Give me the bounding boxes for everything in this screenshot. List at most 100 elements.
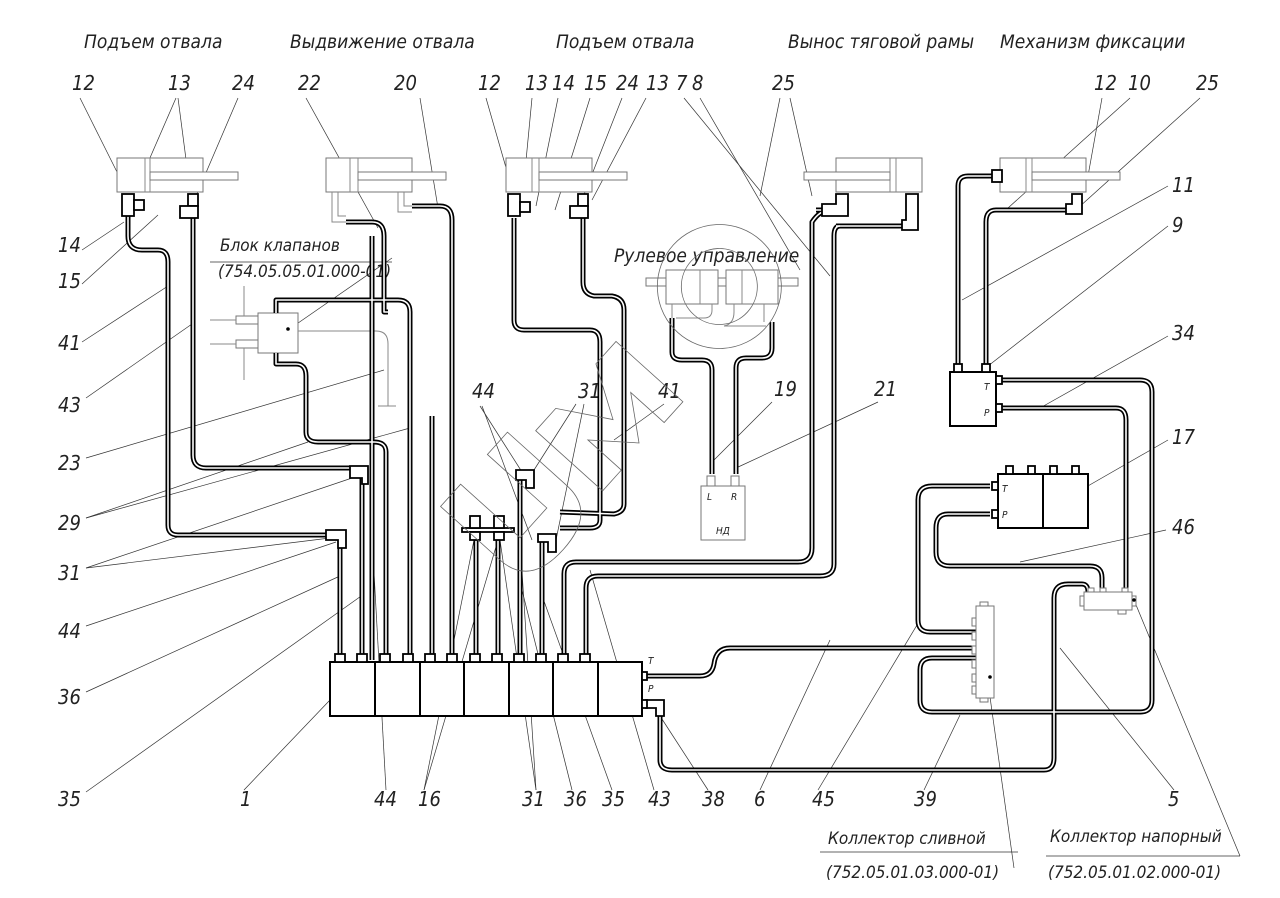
pipe-line — [917, 377, 1155, 715]
watermark-logo — [439, 224, 782, 572]
callout: 45 — [812, 787, 835, 811]
callout: 43 — [648, 787, 671, 811]
block-17: T P — [991, 465, 1089, 529]
callout: 24 — [616, 71, 639, 95]
pipe-line — [273, 297, 413, 660]
callout: 1 — [240, 787, 251, 811]
block-port — [513, 653, 525, 663]
callout: 31 — [58, 561, 81, 585]
callout: 16 — [418, 787, 441, 811]
callout: 17 — [1172, 425, 1195, 449]
lock-port-p: P — [984, 408, 990, 419]
callout: 11 — [1172, 173, 1195, 197]
cylinder-lock — [999, 157, 1121, 193]
pipe-line — [955, 173, 996, 364]
pipe-line-inner — [192, 212, 350, 469]
callout: 12 — [1094, 71, 1117, 95]
pipe-line-inner — [585, 225, 841, 660]
callout: 10 — [1128, 71, 1151, 95]
title-lock-mechanism: Механизм фиксации — [1000, 31, 1185, 53]
callout: 7 — [676, 71, 688, 95]
drain-manifold: Коллектор сливной (752.05.01.03.000-01) — [826, 601, 999, 883]
callout: 44 — [472, 379, 495, 403]
steering-cylinders — [645, 269, 799, 327]
callout: 24 — [232, 71, 255, 95]
callout: 12 — [478, 71, 501, 95]
callout: 31 — [578, 379, 601, 403]
top-callouts: 12 13 24 22 20 12 13 14 15 24 13 7 8 25 … — [72, 71, 1219, 95]
pipe-line-inner — [1002, 407, 1127, 590]
callout: 39 — [914, 787, 937, 811]
title-lift-blade-left: Подъем отвала — [84, 31, 222, 53]
callout: 13 — [525, 71, 548, 95]
pipe-line-inner — [646, 647, 976, 677]
pipe-line-inner — [513, 218, 601, 529]
callout: 46 — [1172, 515, 1195, 539]
title-lift-blade-right: Подъем отвала — [556, 31, 694, 53]
callout: 41 — [58, 331, 81, 355]
block-port — [491, 653, 503, 663]
steering-unit: L R НД — [700, 475, 746, 541]
drain-manifold-code: (752.05.01.03.000-01) — [826, 863, 999, 883]
bottom-callouts: 1 44 16 31 36 35 43 38 6 45 39 5 — [240, 787, 1179, 811]
title-blade-extension: Выдвижение отвала — [290, 31, 475, 53]
pipe-line-inner — [559, 216, 625, 515]
pipe-line-inner — [346, 221, 388, 313]
steering-unit-label: НД — [716, 526, 730, 537]
callout: 14 — [552, 71, 575, 95]
pressure-manifold-name: Коллектор напорный — [1050, 827, 1222, 847]
block-port — [446, 653, 458, 663]
callout: 15 — [584, 71, 607, 95]
title-drawbar-offset: Вынос тяговой рамы — [788, 31, 974, 53]
callout: 44 — [58, 619, 81, 643]
main-distributor-block: T P — [329, 653, 655, 717]
callout: 12 — [72, 71, 95, 95]
callout: 13 — [168, 71, 191, 95]
block-port — [469, 653, 481, 663]
title-steering: Рулевое управление — [614, 245, 799, 267]
block-port-p: P — [648, 684, 654, 695]
block-port — [356, 653, 368, 663]
pipe-line-inner — [917, 485, 990, 633]
cylinder-lift-left — [116, 157, 239, 193]
pipe-line-inner — [275, 353, 387, 660]
block-port — [579, 653, 591, 663]
drain-manifold-name: Коллектор сливной — [828, 829, 986, 849]
callout: 25 — [772, 71, 795, 95]
callout: 34 — [1172, 321, 1195, 345]
block17-port-p: P — [1002, 510, 1008, 521]
pipe-line-inner — [412, 205, 453, 660]
callout: 19 — [774, 377, 797, 401]
pipe-line-inner — [275, 299, 411, 660]
callout: 35 — [58, 787, 81, 811]
callout: 43 — [58, 393, 81, 417]
block-port-t: T — [648, 656, 655, 667]
callout: 44 — [374, 787, 397, 811]
block-port — [557, 653, 569, 663]
pipe-line-inner — [671, 318, 713, 474]
right-callouts: 11 9 34 17 46 — [1172, 173, 1195, 539]
pipe-line — [646, 645, 976, 679]
left-callouts: 14 15 41 43 23 29 31 44 36 35 — [58, 233, 81, 811]
pipe-line — [657, 581, 1091, 773]
callout: 29 — [58, 511, 81, 535]
callout: 6 — [754, 787, 765, 811]
callout: 31 — [522, 787, 545, 811]
cylinder-extension — [325, 157, 447, 223]
pressure-manifold-code: (752.05.01.02.000-01) — [1048, 863, 1221, 883]
pressure-manifold: Коллектор напорный (752.05.01.02.000-01) — [1048, 587, 1222, 883]
block17-port-t: T — [1002, 484, 1009, 495]
callout: 22 — [298, 71, 321, 95]
callout: 38 — [702, 787, 725, 811]
callout: 23 — [58, 451, 81, 475]
pipe-line-inner — [985, 209, 1074, 364]
fittings — [121, 169, 1083, 717]
block-port — [334, 653, 346, 663]
block-port — [424, 653, 436, 663]
callout: 36 — [564, 787, 587, 811]
block-port — [402, 653, 414, 663]
lock-port-t: T — [984, 382, 991, 393]
pipe-line-inner — [659, 583, 1089, 771]
